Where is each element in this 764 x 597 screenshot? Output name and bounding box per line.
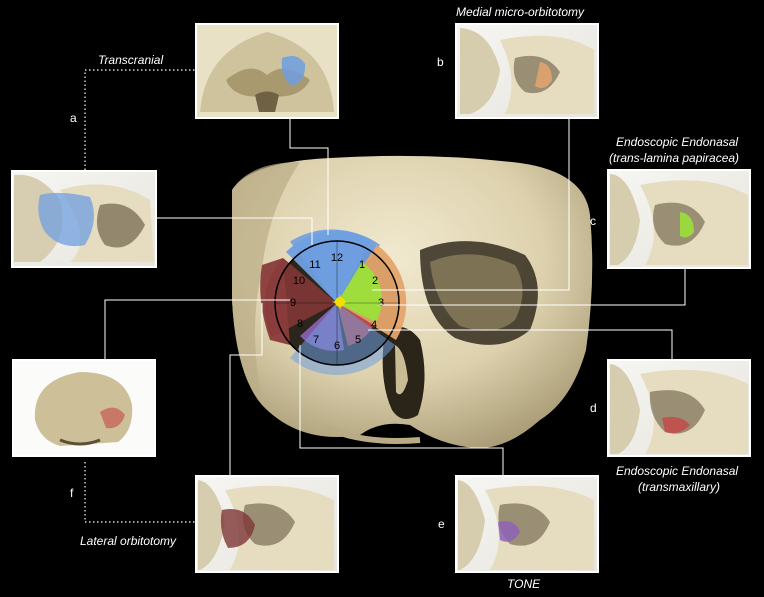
clock-number-12: 12 [331, 252, 343, 264]
thumbnail-endonasal-transmaxillary [607, 359, 751, 457]
clock-number-5: 5 [355, 334, 361, 346]
label-lateral-orbitotomy: Lateral orbitotomy [80, 534, 177, 548]
letter-f: f [70, 486, 74, 500]
label-endonasal-transmaxillary-line2: (transmaxillary) [638, 480, 720, 494]
letter-b: b [437, 55, 444, 69]
clock-number-7: 7 [313, 334, 319, 346]
clock-number-4: 4 [371, 319, 377, 331]
thumbnail-endonasal-papiracea [607, 169, 751, 269]
clock-number-11: 11 [309, 259, 320, 271]
label-endonasal-papiracea-line2: (trans-lamina papiracea) [609, 151, 739, 165]
label-endonasal-transmaxillary-line1: Endoscopic Endonasal [616, 464, 738, 478]
thumbnail-medial-micro-orbitotomy [455, 23, 599, 119]
clock-spokes [275, 241, 399, 365]
letter-c: c [590, 214, 596, 228]
clock-number-3: 3 [378, 297, 384, 309]
clock-number-1: 1 [359, 259, 365, 271]
clock-number-2: 2 [372, 275, 378, 287]
orbit-center-star-icon [332, 294, 348, 310]
thumbnail-lateral-orbitotomy [195, 475, 339, 573]
letter-e: e [438, 517, 445, 531]
thumbnail-transcranial-lateral [11, 170, 157, 268]
label-medial-micro-orbitotomy: Medial micro-orbitotomy [456, 5, 585, 19]
orbit-clock-diagram: 12 1 2 3 4 5 6 7 8 9 10 11 [260, 229, 407, 376]
label-endonasal-papiracea-line1: Endoscopic Endonasal [616, 135, 738, 149]
clock-number-10: 10 [293, 275, 305, 287]
label-tone: TONE [507, 577, 541, 591]
thumbnail-lateral-skull [12, 359, 156, 457]
clock-number-8: 8 [297, 318, 303, 330]
label-transcranial: Transcranial [98, 53, 163, 67]
sector-endonasal-green [337, 262, 383, 322]
letter-d: d [590, 401, 597, 415]
letter-a: a [70, 111, 77, 125]
clock-number-6: 6 [334, 340, 340, 352]
clock-number-9: 9 [290, 297, 296, 309]
thumbnail-transcranial [195, 23, 339, 119]
thumbnail-tone [455, 475, 599, 573]
sector-top-blue [286, 230, 380, 303]
